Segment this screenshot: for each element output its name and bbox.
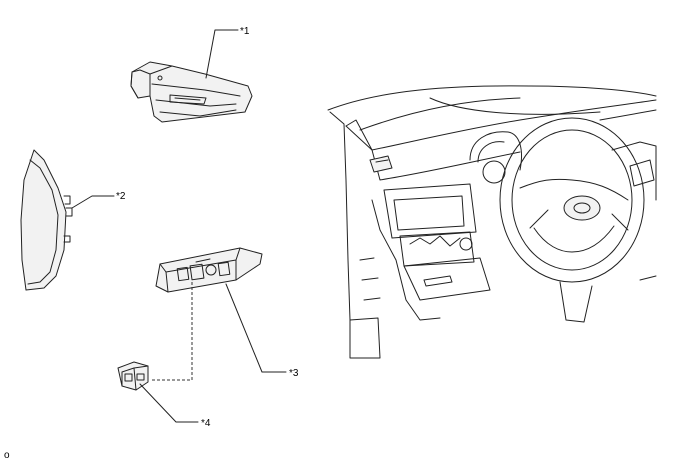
leader-line-3 (225, 283, 287, 373)
leader-line-2 (71, 195, 115, 209)
leader-line-4 (139, 383, 199, 423)
dashboard-view-icon (327, 85, 657, 359)
connection-dashed-line (150, 282, 193, 381)
callout-label-1: *1 (240, 26, 250, 37)
air-vent-icon (130, 61, 253, 123)
leader-line-1 (205, 29, 239, 79)
callout-label-2: *2 (116, 191, 126, 202)
instrument-cover-icon (20, 149, 73, 291)
switch-icon (117, 361, 149, 391)
callout-label-4: *4 (201, 418, 211, 429)
callout-label-3: *3 (289, 368, 299, 379)
corner-mark: o (4, 450, 10, 461)
switch-panel-icon (155, 247, 263, 293)
